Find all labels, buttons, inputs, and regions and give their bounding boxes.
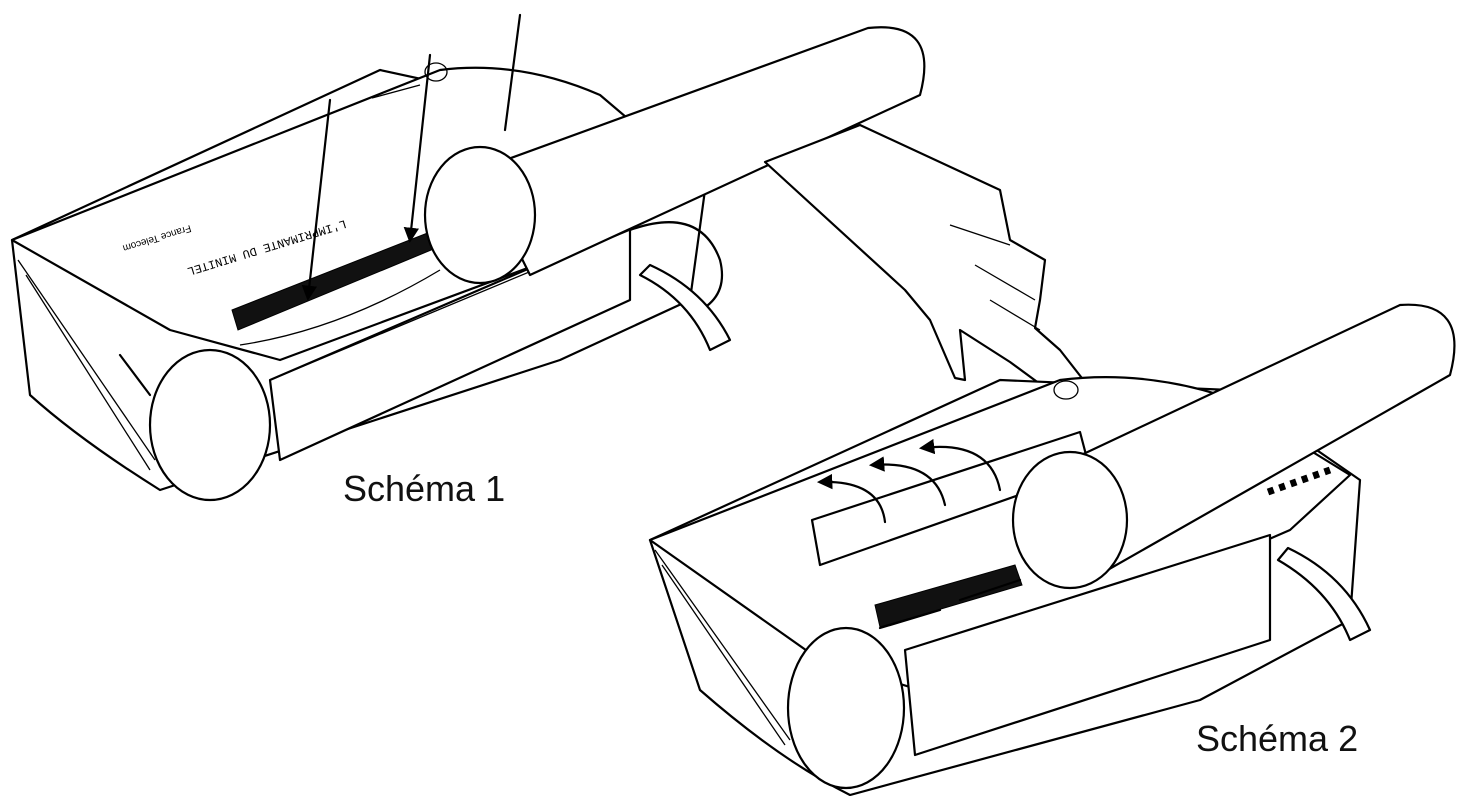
- curved-arrow-1: [816, 473, 887, 524]
- printer-2-roll-end: [786, 626, 906, 790]
- printer-2-paper-roll: [1011, 303, 1456, 590]
- curved-arrow-2: [868, 456, 947, 507]
- figure-1-caption: Schéma 1: [343, 468, 506, 509]
- printer-1-paper-roll: [423, 26, 926, 285]
- printer-2-paper-slot: [874, 564, 1023, 628]
- pointer-line-1: [301, 98, 332, 302]
- curved-arrow-3: [918, 438, 1002, 492]
- pointer-line-3: [503, 13, 522, 132]
- printer-1-front-flap: [268, 223, 632, 462]
- printer-2: [648, 303, 1456, 796]
- hand-pointer: [763, 123, 1087, 394]
- hand-icon: [763, 123, 1087, 394]
- pointer-line-2: [403, 53, 432, 244]
- figure-2-caption: Schéma 2: [1196, 718, 1359, 759]
- printer-1-button: [424, 62, 448, 82]
- printer-1: [10, 13, 926, 502]
- printer-2-button: [1053, 380, 1079, 400]
- printer-1-roll-end: [148, 348, 272, 502]
